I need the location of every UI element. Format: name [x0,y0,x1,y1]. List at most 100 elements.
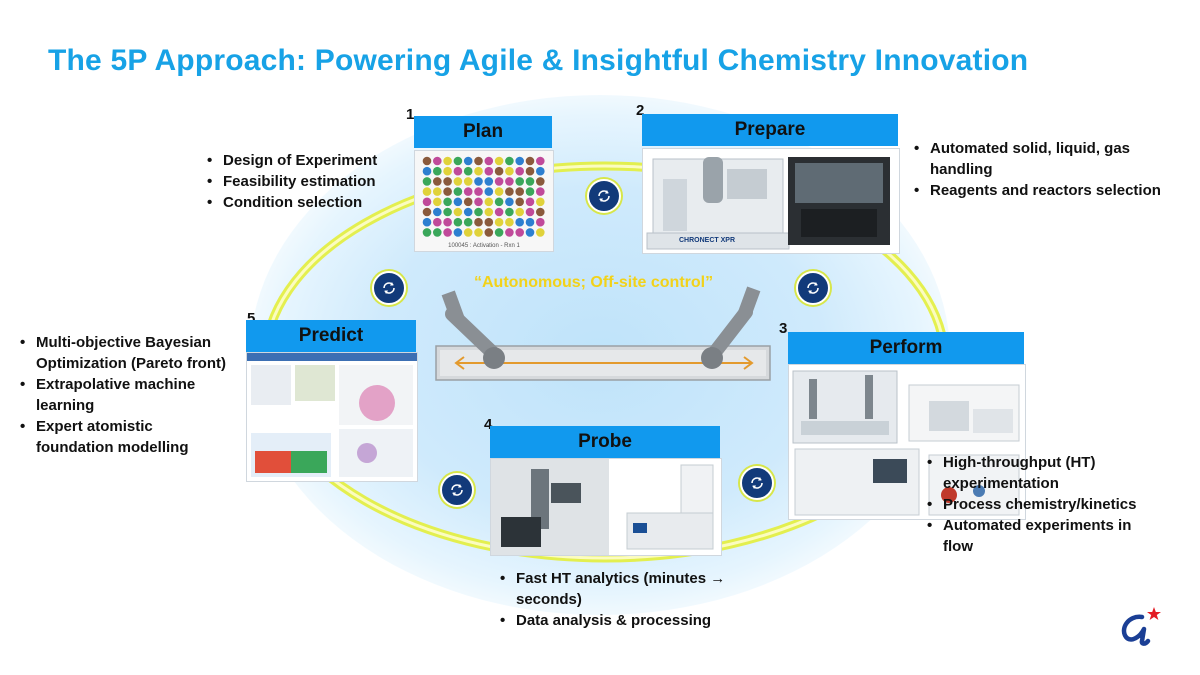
plate-well [422,207,432,217]
plate-well [484,166,494,176]
plate-well [453,166,463,176]
plate-well [463,187,473,196]
predict-bullet: Extrapolative machine learning [18,374,228,416]
plate-well [484,156,494,166]
plan-bullets: Design of Experiment Feasibility estimat… [205,150,377,213]
plate-well [515,197,524,207]
plate-well [433,187,442,196]
plate-well [463,197,473,207]
plate-well [422,166,432,176]
plate-well [453,228,463,237]
plate-well [515,166,524,176]
plate-well [453,177,463,186]
prepare-equipment-graphic [646,157,890,250]
perform-bullet: Process chemistry/kinetics [925,494,1160,515]
plate-well [525,207,535,217]
plate-well [443,177,452,186]
plate-well [453,207,463,217]
plate-well [515,187,524,196]
plate-well [536,166,545,176]
stage-header-plan: Plan [414,116,552,148]
plate-well [536,187,545,196]
plate-well [494,177,504,186]
plate-well [443,228,452,237]
plate-well [525,217,535,227]
plate-well [422,177,432,186]
robot-arm-icon [701,286,761,369]
plate-well [484,187,494,196]
refresh-cycle-icon [587,179,621,213]
stage-header-probe: Probe [490,426,720,458]
plate-well [484,207,494,217]
plate-well [463,166,473,176]
stage-number-probe: 4 [484,416,493,433]
probe-equipment-image [490,458,722,556]
prepare-bullet: Reagents and reactors selection [912,180,1170,201]
plate-well [433,207,442,217]
refresh-cycle-icon [372,271,406,305]
plate-well [515,156,524,166]
plate-well [494,187,504,196]
plate-well [422,217,432,227]
plate-well [494,217,504,227]
predict-software-graphic [247,353,417,477]
plate-well [443,166,452,176]
plate-well [453,217,463,227]
plate-well [433,228,442,237]
plate-well [484,228,494,237]
plate-well [494,166,504,176]
prepare-equipment-image: CHRONECT XPR [642,148,900,254]
plate-well [484,197,494,207]
plate-well [505,228,514,237]
plate-well [453,187,463,196]
plate-well [536,228,545,237]
prepare-bullet: Automated solid, liquid, gas handling [912,138,1170,180]
plate-well [433,197,442,207]
perform-bullet: High-throughput (HT) experimentation [925,452,1160,494]
plate-well [433,156,442,166]
refresh-cycle-icon [796,271,830,305]
plate-well [463,177,473,186]
perform-bullets: High-throughput (HT) experimentation Pro… [925,452,1160,557]
plate-caption: 100045 : Activation - Rxn 1 [448,243,520,249]
plate-well [525,156,535,166]
plate-well [515,177,524,186]
plate-well [422,228,432,237]
plate-well [515,207,524,217]
prepare-bullets: Automated solid, liquid, gas handling Re… [912,138,1170,201]
predict-bullet: Expert atomistic foundation modelling [18,416,228,458]
plate-well [505,197,514,207]
plate-well [474,197,483,207]
stage-number-predict: 5 [247,310,256,327]
plate-well [433,177,442,186]
plate-well [505,177,514,186]
plate-well [453,156,463,166]
plate-well [525,197,535,207]
probe-bullet: Data analysis & processing [498,610,748,631]
plate-well [474,177,483,186]
plate-well [494,197,504,207]
plate-well [494,156,504,166]
plate-well [515,228,524,237]
plate-well [494,207,504,217]
plate-well [505,207,514,217]
plan-plate-image: 100045 : Activation - Rxn 1 [414,150,554,252]
plate-well [474,228,483,237]
plate-well [484,217,494,227]
stage-number-prepare: 2 [636,102,645,119]
plate-well [422,156,432,166]
plate-well [474,156,483,166]
well-plate-graphic [422,156,545,237]
robot-arm-icon [441,290,505,369]
stage-header-perform: Perform [788,332,1024,364]
predict-software-image [246,352,418,482]
probe-equipment-graphic [491,459,721,555]
page-title: The 5P Approach: Powering Agile & Insigh… [48,44,1029,77]
plate-well [505,156,514,166]
refresh-cycle-icon [440,473,474,507]
plate-well [433,217,442,227]
autonomous-label: “Autonomous; Off-site control” [474,274,714,291]
plate-well [443,197,452,207]
predict-bullets: Multi-objective Bayesian Optimization (P… [18,332,228,458]
